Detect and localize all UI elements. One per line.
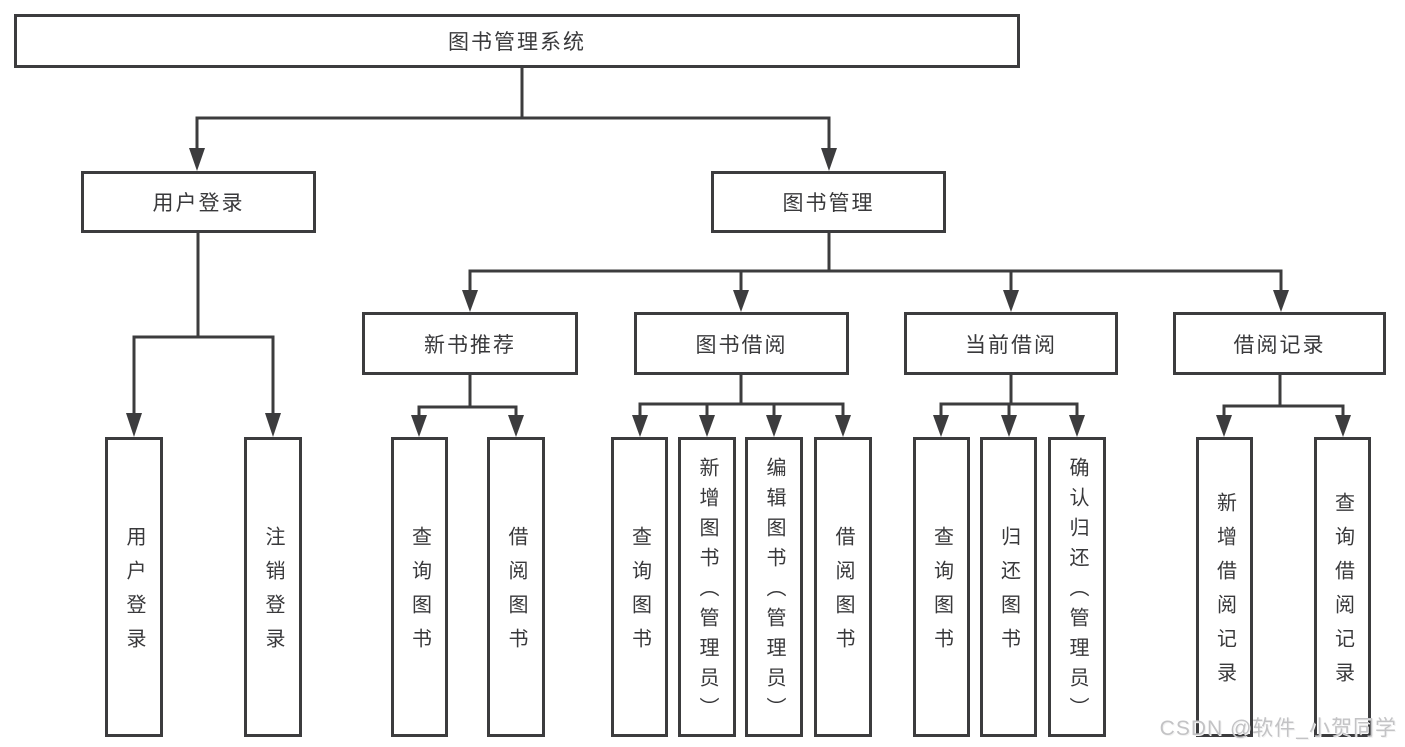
leaf-confirm-return-admin: 确认归还（管理员） (1048, 437, 1106, 737)
node-current-borrow-label: 当前借阅 (965, 333, 1057, 357)
connector-book-management (468, 230, 1283, 294)
arrowhead-icon (821, 148, 837, 171)
node-book-management: 图书管理 (711, 171, 946, 233)
node-borrow-records: 借阅记录 (1173, 312, 1386, 375)
arrowhead-icon (632, 415, 648, 437)
leaf-add-borrow-record: 新增借阅记录 (1196, 437, 1253, 737)
leaf-add-book-admin-label: 新增图书（管理员） (696, 457, 718, 727)
arrowhead-icon (766, 415, 782, 437)
csdn-watermark: CSDN @软件_小贺同学 (1159, 717, 1397, 740)
arrowhead-icon (1069, 415, 1085, 437)
leaf-query-borrow-record-label: 查询借阅记录 (1331, 492, 1354, 696)
arrowhead-icon (1003, 290, 1019, 312)
node-user-login: 用户登录 (81, 171, 316, 233)
node-user-login-label: 用户登录 (152, 192, 245, 215)
arrowhead-icon (1216, 415, 1232, 437)
connector-borrow-records (1222, 372, 1345, 419)
arrowhead-icon (733, 290, 749, 312)
arrowhead-icon (835, 415, 851, 437)
connector-root (195, 65, 831, 152)
arrowhead-icon (411, 415, 427, 437)
arrowhead-icon (126, 413, 142, 437)
leaf-borrow-book-label: 借阅图书 (832, 526, 854, 662)
leaf-logout: 注销登录 (244, 437, 302, 737)
arrowhead-icon (699, 415, 715, 437)
leaf-add-book-admin: 新增图书（管理员） (678, 437, 736, 737)
leaf-logout-label: 注销登录 (262, 526, 284, 662)
node-borrow-records-label: 借阅记录 (1233, 333, 1326, 357)
arrowhead-icon (189, 148, 205, 171)
arrowhead-icon (1001, 415, 1017, 437)
connector-book-borrow (638, 372, 845, 419)
leaf-edit-book-admin: 编辑图书（管理员） (745, 437, 803, 737)
node-root-label: 图书管理系统 (448, 31, 586, 54)
node-new-book-recommend-label: 新书推荐 (424, 333, 516, 357)
node-book-borrow: 图书借阅 (634, 312, 849, 375)
node-new-book-recommend: 新书推荐 (362, 312, 578, 375)
arrowhead-icon (265, 413, 281, 437)
leaf-borrow-book-recommend: 借阅图书 (487, 437, 545, 737)
leaf-query-borrow-record: 查询借阅记录 (1314, 437, 1371, 737)
connector-user-login (132, 230, 275, 417)
arrowhead-icon (1273, 290, 1289, 312)
leaf-edit-book-admin-label: 编辑图书（管理员） (763, 457, 785, 727)
arrowhead-icon (508, 415, 524, 437)
leaf-query-book-borrow: 查询图书 (611, 437, 668, 737)
leaf-query-book-recommend-label: 查询图书 (408, 526, 431, 662)
leaf-return-book: 归还图书 (980, 437, 1037, 737)
connector-new-book-recommend (417, 372, 518, 419)
leaf-user-login: 用户登录 (105, 437, 163, 737)
node-current-borrow: 当前借阅 (904, 312, 1118, 375)
leaf-borrow-book: 借阅图书 (814, 437, 872, 737)
arrowhead-icon (462, 290, 478, 312)
leaf-add-borrow-record-label: 新增借阅记录 (1213, 492, 1236, 696)
leaf-query-book-current-label: 查询图书 (930, 526, 953, 662)
arrowhead-icon (933, 415, 949, 437)
arrowhead-icon (1335, 415, 1351, 437)
leaf-query-book-borrow-label: 查询图书 (628, 526, 651, 662)
leaf-user-login-label: 用户登录 (123, 526, 145, 662)
leaf-return-book-label: 归还图书 (997, 526, 1020, 662)
connector-current-borrow (939, 372, 1079, 419)
leaf-query-book-current: 查询图书 (913, 437, 970, 737)
leaf-borrow-book-recommend-label: 借阅图书 (505, 526, 527, 662)
leaf-confirm-return-admin-label: 确认归还（管理员） (1066, 457, 1088, 727)
node-book-borrow-label: 图书借阅 (695, 333, 788, 357)
node-root: 图书管理系统 (14, 14, 1020, 68)
node-book-management-label: 图书管理 (782, 192, 875, 215)
leaf-query-book-recommend: 查询图书 (391, 437, 448, 737)
